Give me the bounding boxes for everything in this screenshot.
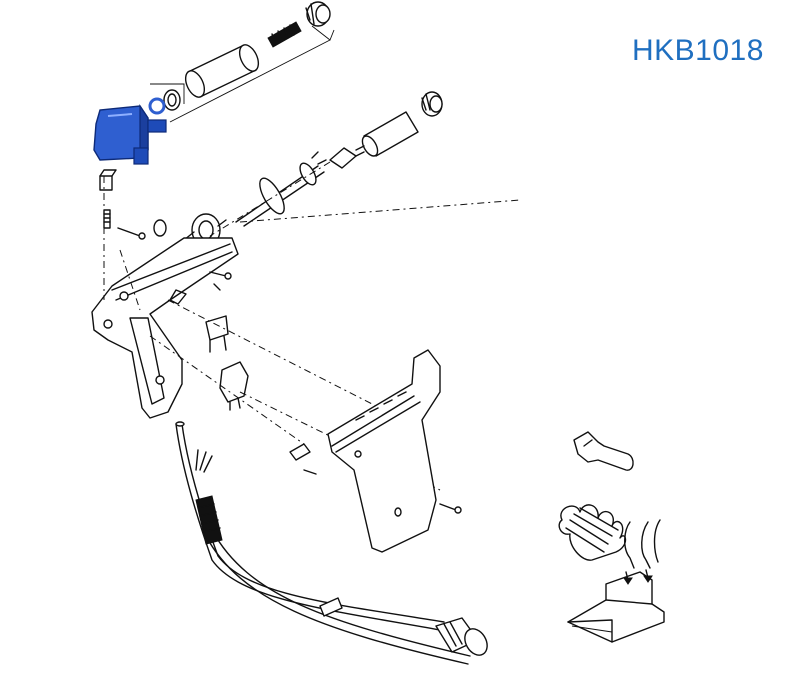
switch-icon xyxy=(219,361,249,411)
cable-clamp-icon xyxy=(289,443,317,475)
screw-icon xyxy=(117,227,146,240)
coil-spring-icon xyxy=(558,504,627,561)
heater-housing-icon xyxy=(93,97,167,165)
disc-icon xyxy=(153,219,167,237)
cable-tie-icon xyxy=(319,597,343,617)
element-rod-icon xyxy=(235,151,327,227)
barrel-icon xyxy=(361,111,419,157)
small-screw-icon xyxy=(209,271,232,291)
spring-icon xyxy=(267,21,302,48)
part-code-label: HKB1018 xyxy=(632,34,764,67)
power-cable-icon xyxy=(175,421,471,665)
set-screw-icon xyxy=(99,169,117,229)
knurled-nut-icon xyxy=(421,91,443,117)
handle-left-half-icon xyxy=(91,237,239,419)
connector-plug-icon xyxy=(435,617,488,656)
solder-tip-icon xyxy=(329,145,365,169)
tip-pins-icon xyxy=(623,519,661,585)
long-screw-icon xyxy=(439,503,462,514)
handle-right-half-icon xyxy=(327,349,441,553)
bracket-icon xyxy=(205,315,229,353)
wrench-icon xyxy=(573,431,634,471)
solder-stand-icon xyxy=(567,571,665,643)
sleeve-tube-icon xyxy=(184,44,260,98)
cap-nut-icon xyxy=(305,1,331,27)
washer-ring-icon xyxy=(163,89,181,111)
